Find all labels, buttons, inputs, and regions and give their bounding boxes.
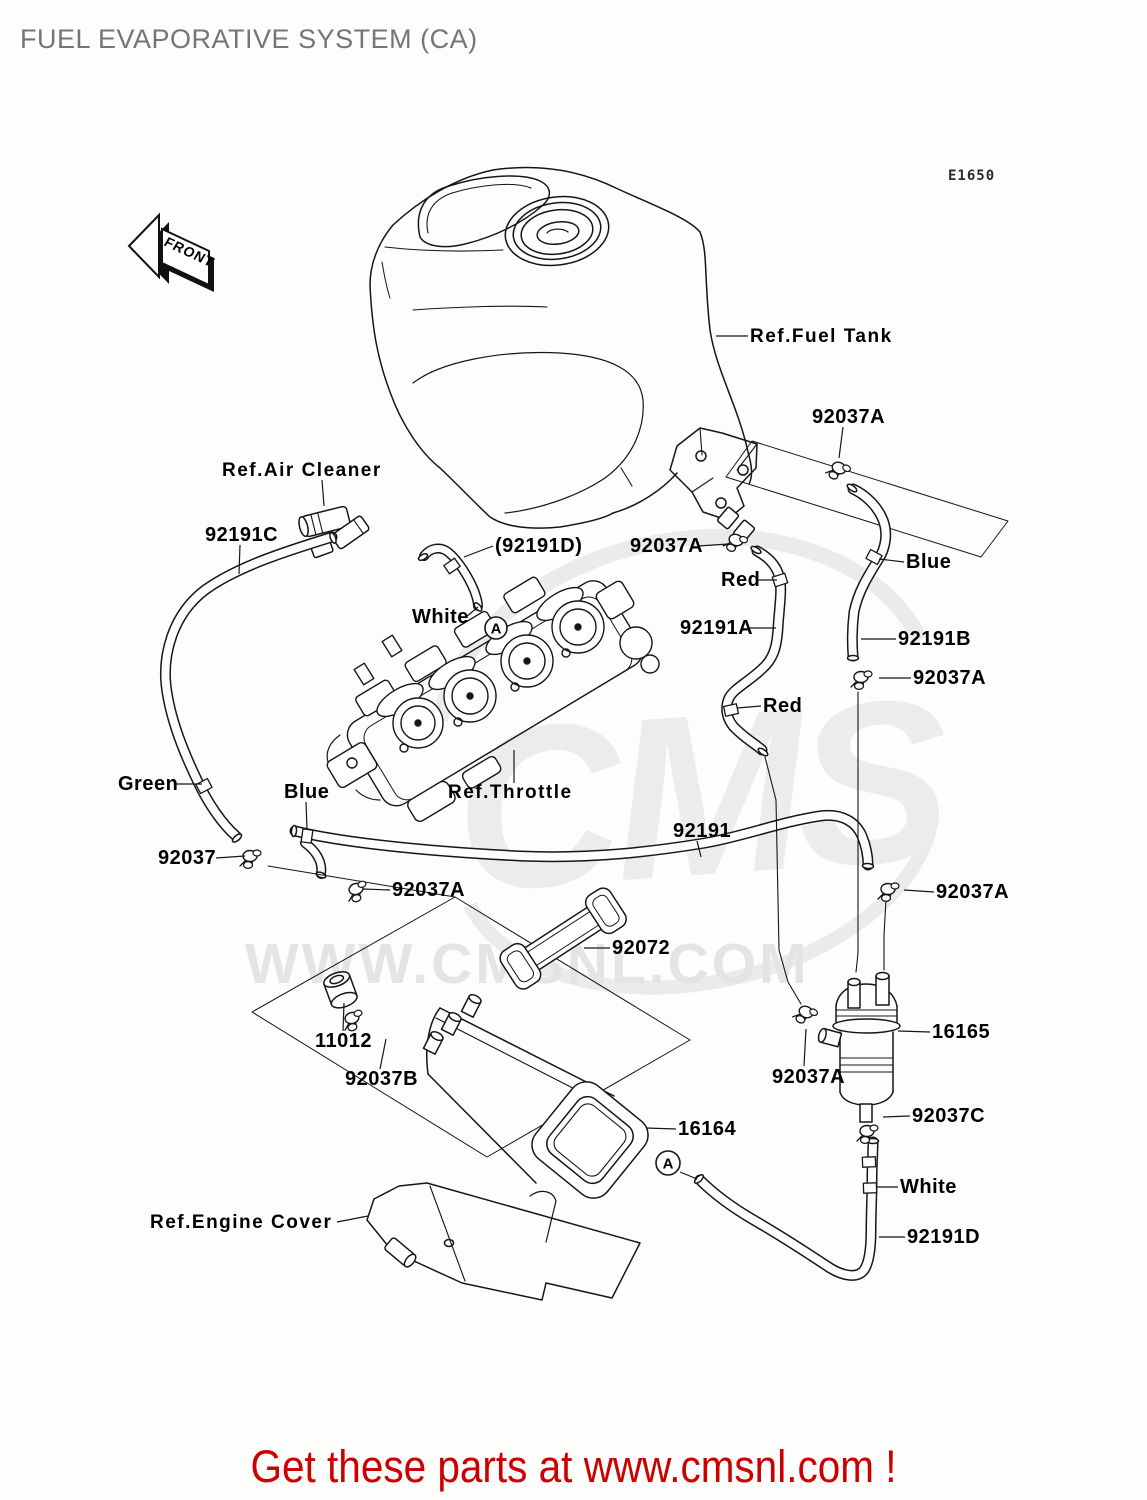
page-title: FUEL EVAPORATIVE SYSTEM (CA) — [20, 24, 478, 54]
callout-A-0: A — [484, 616, 508, 640]
leader-line — [736, 705, 762, 709]
front-arrow: FRONT — [127, 212, 218, 292]
connection-line — [883, 899, 887, 971]
svg-text:A: A — [491, 621, 502, 638]
leader-line — [878, 558, 905, 563]
leader-line — [215, 855, 246, 859]
canister-16165 — [817, 971, 901, 1123]
part-label-5: White — [412, 606, 469, 628]
engine-cover — [366, 1182, 641, 1301]
part-label-6: 92037A — [630, 535, 703, 557]
part-label-10: 92191B — [898, 628, 971, 650]
strap-92072 — [499, 887, 627, 990]
part-label-21: 16165 — [932, 1021, 990, 1043]
bushing-11012 — [323, 971, 358, 1009]
ref-label-2: Ref.Air Cleaner — [222, 460, 382, 481]
part-label-16: 92037 — [158, 847, 216, 869]
part-label-12: Red — [763, 695, 802, 717]
leader-line — [362, 888, 391, 891]
leader-line — [697, 543, 730, 547]
diagram-code: E1650 — [948, 168, 996, 184]
leader-line — [803, 1028, 807, 1067]
leader-line — [463, 545, 494, 558]
leader-line — [379, 1038, 387, 1070]
canister-16164 — [422, 994, 649, 1199]
part-label-22: 92037A — [772, 1066, 845, 1088]
leader-line — [696, 840, 702, 858]
part-label-9: 92191A — [680, 617, 753, 639]
part-label-27: 92037B — [345, 1068, 418, 1090]
leader-line — [238, 544, 241, 575]
part-label-20: 92037A — [936, 881, 1009, 903]
watermark-logo: CMS — [446, 649, 956, 940]
part-label-25: 92191D — [907, 1226, 980, 1248]
part-label-11: 92037A — [913, 667, 986, 689]
part-label-17: 92037A — [392, 879, 465, 901]
cms-watermark: CMS WWW.CMSNL.COM — [245, 528, 957, 996]
leader-line — [903, 889, 935, 893]
callout-A-1: A — [655, 1150, 681, 1176]
leader-line — [342, 1002, 345, 1032]
hose-92191B — [846, 483, 892, 973]
promo-banner: Get these parts at www.cmsnl.com ! — [57, 1441, 1089, 1493]
svg-text:A: A — [663, 1156, 674, 1173]
ref-label-15: Ref.Throttle — [448, 782, 573, 803]
part-label-19: 92072 — [612, 937, 670, 959]
hose-92191D-lower — [693, 1136, 880, 1281]
hose-92191 — [289, 809, 875, 879]
promo-banner-text: Get these parts at www.cmsnl.com ! — [250, 1441, 897, 1492]
hose-92191C — [159, 531, 338, 843]
ref-label-0: Ref.Fuel Tank — [750, 326, 893, 347]
leader-line — [336, 1215, 369, 1223]
leader-line — [465, 606, 479, 618]
part-label-8: Blue — [906, 551, 951, 573]
throttle-body-assembly — [326, 576, 660, 822]
part-label-3: 92191C — [205, 524, 278, 546]
part-label-13: Green — [118, 773, 178, 795]
part-label-23: 92037C — [912, 1105, 985, 1127]
leader-line — [897, 1030, 931, 1033]
leader-line — [838, 426, 844, 459]
leader-line — [645, 1127, 677, 1130]
part-label-4: (92191D) — [495, 535, 582, 557]
part-label-1: 92037A — [812, 406, 885, 428]
ref-label-29: Ref.Engine Cover — [150, 1212, 332, 1233]
part-label-7: Red — [721, 569, 760, 591]
leader-line — [321, 479, 325, 507]
hose-92191A — [721, 545, 802, 1005]
leader-line — [305, 801, 308, 831]
part-label-24: White — [900, 1176, 957, 1198]
part-label-18: 92191 — [673, 820, 731, 842]
part-label-14: Blue — [284, 781, 329, 803]
fuel-tank — [369, 166, 753, 529]
part-label-28: 16164 — [678, 1118, 736, 1140]
leader-line — [882, 1115, 911, 1118]
tank-bracket — [669, 427, 1009, 558]
hose-92191D-upper — [417, 543, 483, 612]
part-label-26: 11012 — [315, 1030, 372, 1052]
callout-leader — [679, 1171, 698, 1180]
